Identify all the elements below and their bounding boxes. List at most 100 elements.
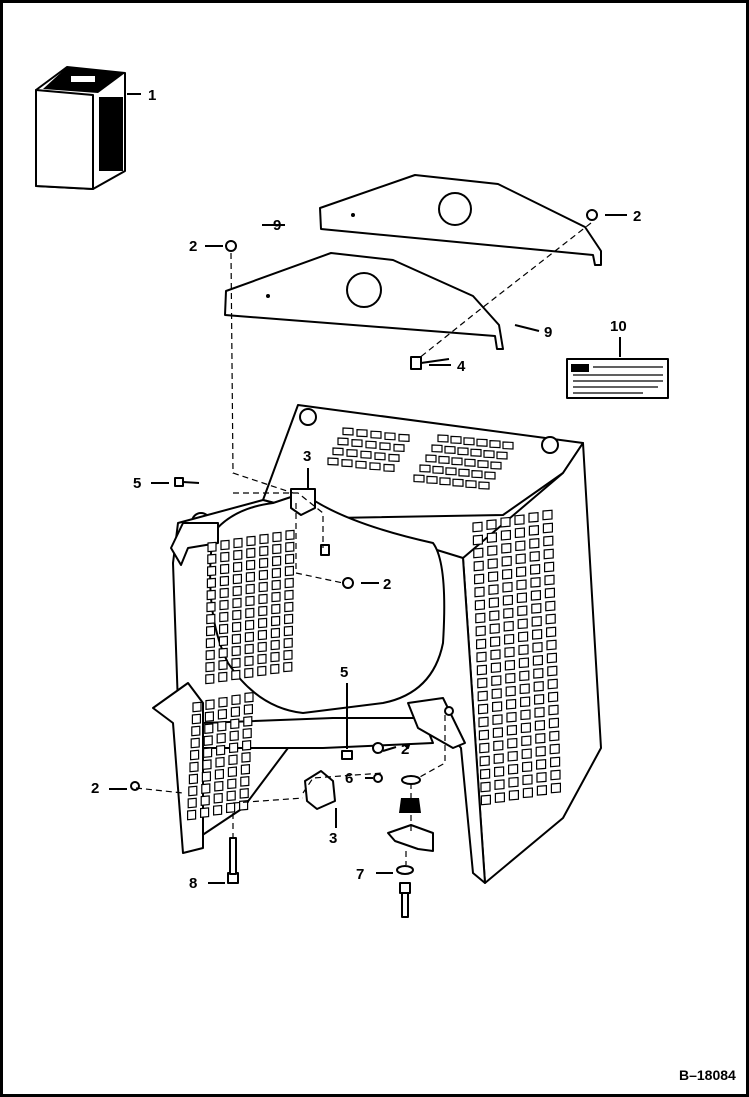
left-post-opening <box>240 764 250 775</box>
top-right-opening <box>450 435 462 445</box>
right-panel-opening <box>515 540 526 552</box>
top-left-opening <box>393 443 405 453</box>
left-inner-opening <box>220 563 230 575</box>
left-inner-opening <box>270 627 280 639</box>
right-panel-opening <box>503 607 514 619</box>
left-post-opening <box>205 699 215 710</box>
right-panel-opening <box>488 584 499 595</box>
top-right-opening <box>489 439 501 449</box>
left-inner-opening <box>258 605 268 617</box>
right-panel-opening <box>536 785 548 796</box>
left-inner-opening <box>245 607 255 619</box>
right-panel-opening <box>522 787 534 799</box>
right-panel-opening <box>494 779 505 790</box>
left-inner-opening <box>246 547 256 559</box>
right-panel-opening <box>516 592 528 604</box>
left-inner-opening <box>219 575 229 587</box>
left-post-opening <box>203 747 213 758</box>
right-panel-opening <box>474 599 485 611</box>
right-panel-opening <box>514 514 525 526</box>
top-right-opening <box>419 464 431 473</box>
right-panel-opening <box>476 651 487 663</box>
left-inner-opening <box>205 661 215 673</box>
left-post-opening <box>230 718 240 730</box>
right-panel-opening <box>535 733 546 744</box>
top-right-opening <box>431 444 443 453</box>
right-panel-opening <box>514 527 526 539</box>
right-panel-opening <box>517 618 528 630</box>
left-inner-opening <box>218 659 228 671</box>
left-post-opening <box>243 704 253 715</box>
right-panel-opening <box>521 735 532 747</box>
left-post-opening <box>243 716 253 727</box>
left-post-opening <box>231 694 241 706</box>
left-inner-opening <box>284 565 294 577</box>
callout-5-upper-bolt: 5 <box>133 475 141 492</box>
right-panel-opening <box>502 581 513 593</box>
right-panel-opening <box>477 677 488 689</box>
left-inner-opening <box>272 531 282 543</box>
part-4-bolt <box>410 356 451 370</box>
left-inner-opening <box>244 631 254 643</box>
left-inner-opening <box>205 673 215 685</box>
left-inner-opening <box>284 613 294 625</box>
left-inner-opening <box>232 573 242 585</box>
left-post-opening <box>200 807 210 818</box>
left-post-opening <box>214 768 224 780</box>
left-post-opening <box>229 730 239 742</box>
right-panel-opening <box>531 616 542 627</box>
left-inner-opening <box>220 551 230 563</box>
right-panel-opening <box>542 509 553 521</box>
right-panel-opening <box>475 625 486 637</box>
callout-labels: 1 2 2 2 2 2 3 3 4 5 5 6 7 8 9 9 10 B–180… <box>91 87 736 1083</box>
top-left-opening <box>351 438 363 448</box>
right-panel-opening <box>545 600 556 612</box>
left-inner-opening <box>285 541 295 553</box>
left-post-opening <box>204 723 214 734</box>
right-panel-opening <box>487 545 498 556</box>
right-panel-opening <box>479 742 490 754</box>
callout-10: 10 <box>610 318 627 335</box>
right-panel-opening <box>521 748 532 760</box>
left-post-opening <box>244 692 254 703</box>
left-post-opening <box>215 756 225 768</box>
right-panel-opening <box>543 561 555 573</box>
right-panel-opening <box>475 612 486 624</box>
right-panel-opening <box>535 759 547 770</box>
left-inner-opening <box>257 629 267 641</box>
callout-9-upper-plate: 9 <box>273 217 281 234</box>
left-inner-opening <box>259 557 269 569</box>
right-panel-opening <box>504 646 515 658</box>
left-inner-opening <box>245 571 255 583</box>
top-right-opening <box>476 438 488 447</box>
left-post-opening <box>204 711 214 722</box>
top-right-opening <box>425 454 437 463</box>
left-inner-opening <box>205 637 215 649</box>
part-9-lower-plate <box>205 240 540 350</box>
right-panel-opening <box>522 774 533 786</box>
left-post-opening <box>191 725 201 737</box>
left-post-opening <box>226 790 236 802</box>
left-inner-opening <box>271 579 281 591</box>
left-inner-opening <box>283 661 293 673</box>
left-inner-opening <box>246 535 256 547</box>
right-panel-opening <box>478 729 489 741</box>
left-inner-opening <box>231 645 241 657</box>
left-inner-opening <box>283 649 293 661</box>
right-panel-opening <box>519 696 531 708</box>
right-panel-opening <box>531 629 543 640</box>
left-inner-opening <box>207 565 217 577</box>
left-inner-opening <box>257 641 267 653</box>
left-inner-opening <box>232 621 242 633</box>
left-inner-opening <box>246 559 256 571</box>
callout-2-upper-nut: 2 <box>633 208 641 225</box>
left-post-opening <box>226 802 236 814</box>
callout-8: 8 <box>189 875 197 892</box>
left-post-opening <box>187 809 197 821</box>
left-inner-opening <box>272 543 282 555</box>
callout-2-left-nut: 2 <box>189 238 197 255</box>
right-panel-opening <box>531 603 542 614</box>
left-inner-opening <box>258 569 268 581</box>
part-1-foam-block <box>35 66 141 190</box>
top-right-opening <box>439 477 451 486</box>
